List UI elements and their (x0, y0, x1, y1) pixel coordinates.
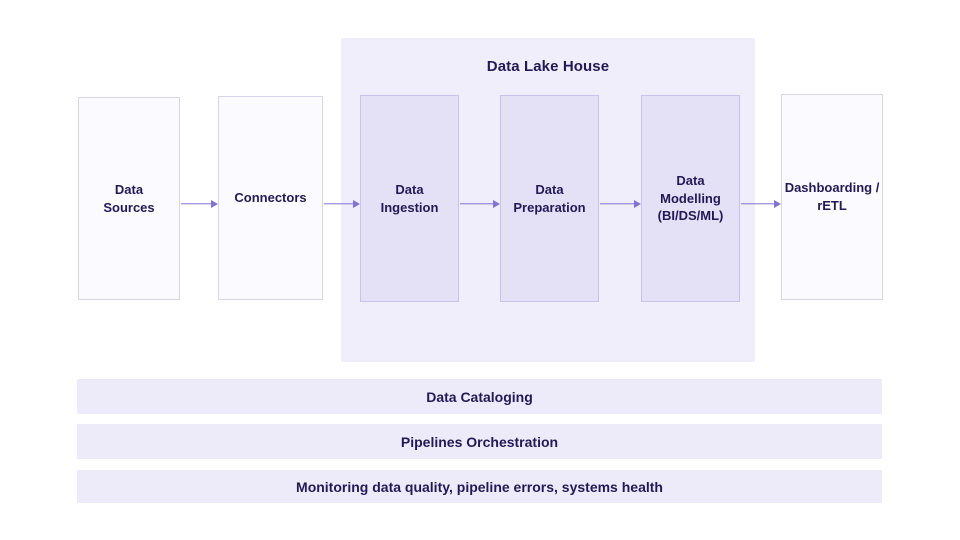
arrow-line (741, 203, 776, 205)
arrow-connectors-to-ingestion (324, 199, 360, 209)
arrowhead-right-icon (211, 200, 218, 208)
node-data-ingestion: Data Ingestion (360, 95, 459, 302)
node-connectors-label: Connectors (234, 190, 307, 206)
arrowhead-right-icon (774, 200, 781, 208)
bar-data-cataloging-label: Data Cataloging (426, 388, 533, 405)
node-dashboarding-retl-label: Dashboarding / rETL (784, 180, 880, 213)
arrowhead-right-icon (353, 200, 360, 208)
bar-data-cataloging: Data Cataloging (77, 379, 882, 414)
arrow-line (460, 203, 495, 205)
arrow-preparation-to-modelling (600, 199, 641, 209)
lakehouse-title: Data Lake House (486, 58, 610, 75)
bar-pipelines-orchestration-label: Pipelines Orchestration (400, 433, 559, 450)
node-data-sources: Data Sources (78, 97, 180, 300)
node-connectors: Connectors (218, 96, 323, 300)
arrowhead-right-icon (634, 200, 641, 208)
arrow-line (324, 203, 355, 205)
node-data-modelling: Data Modelling (BI/DS/ML) (641, 95, 740, 302)
arrow-modelling-to-dashboarding (741, 199, 781, 209)
arrow-line (181, 203, 213, 205)
arrow-sources-to-connectors (181, 199, 218, 209)
node-data-sources-label: Data Sources (103, 181, 155, 215)
arrow-line (600, 203, 636, 205)
bar-pipelines-orchestration: Pipelines Orchestration (77, 424, 882, 459)
bar-monitoring-label: Monitoring data quality, pipeline errors… (296, 478, 663, 495)
node-data-ingestion-label: Data Ingestion (380, 181, 439, 215)
bar-monitoring: Monitoring data quality, pipeline errors… (77, 470, 882, 503)
node-dashboarding-retl: Dashboarding / rETL (781, 94, 883, 300)
arrow-ingestion-to-preparation (460, 199, 500, 209)
node-data-modelling-label: Data Modelling (BI/DS/ML) (657, 173, 724, 224)
node-data-preparation-label: Data Preparation (513, 181, 586, 215)
node-data-preparation: Data Preparation (500, 95, 599, 302)
arrowhead-right-icon (493, 200, 500, 208)
